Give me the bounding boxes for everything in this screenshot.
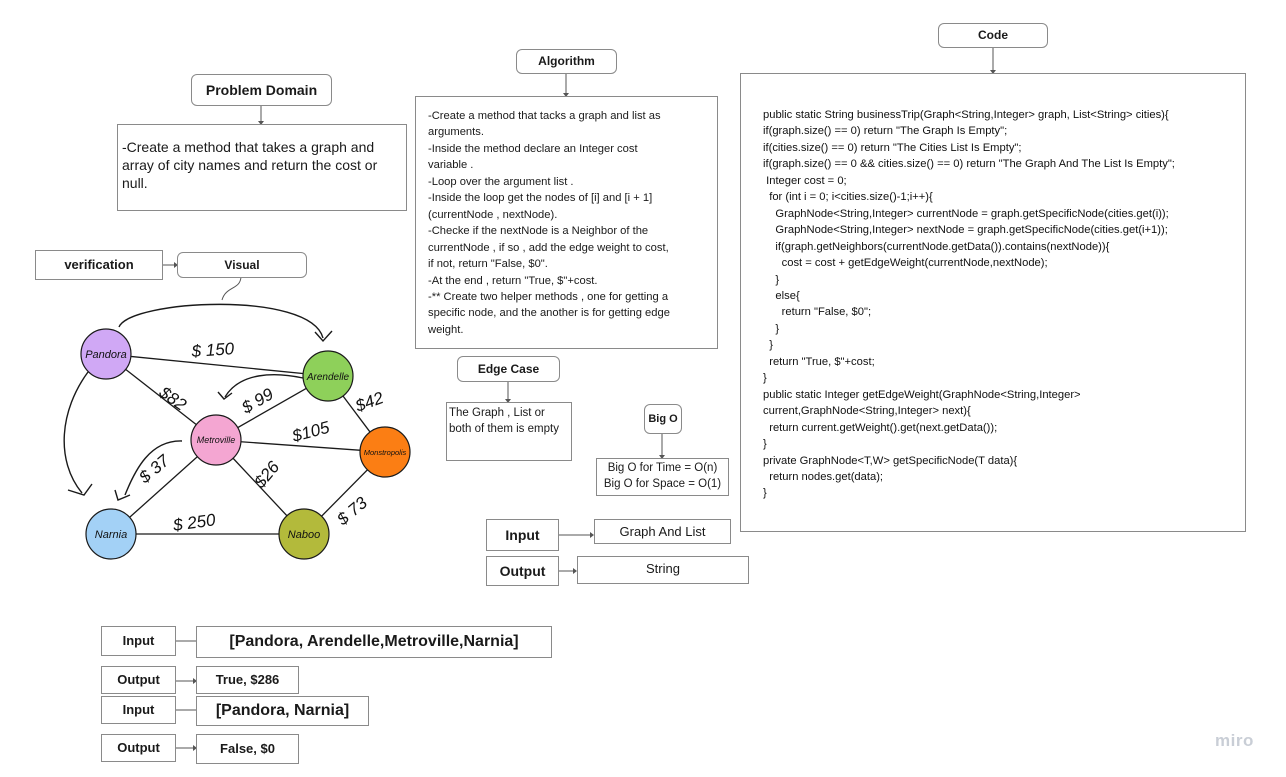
edge-label-82: $82 xyxy=(155,382,190,415)
node-label-naboo: Naboo xyxy=(288,529,320,541)
code-line: } xyxy=(763,273,780,286)
code-line: public static Integer getEdgeWeight(Grap… xyxy=(763,388,1081,401)
algorithm-line: (currentNode , nextNode). xyxy=(428,208,558,221)
algorithm-title: Algorithm xyxy=(516,49,617,74)
code-line: if(graph.getNeighbors(currentNode.getDat… xyxy=(763,240,1110,253)
node-metroville xyxy=(190,414,242,466)
edge-label-42: $42 xyxy=(352,388,387,416)
edge-metroville-monstropolis xyxy=(215,439,386,453)
code-body xyxy=(740,73,1246,532)
miro-watermark: miro xyxy=(1215,731,1254,750)
algorithm-line: currentNode , if so , add the edge weigh… xyxy=(428,241,669,254)
algorithm-line: -Inside the loop get the nodes of [i] an… xyxy=(428,192,653,205)
code-line: GraphNode<String,Integer> nextNode = gra… xyxy=(763,224,1168,237)
code-line: public static String businessTrip(Graph<… xyxy=(763,109,1169,121)
example2-input-value: [Pandora, Narnia] xyxy=(196,696,369,726)
algorithm-line: -Create a method that tacks a graph and … xyxy=(428,110,661,122)
code-line: GraphNode<String,Integer> currentNode = … xyxy=(763,207,1169,220)
node-label-metroville: Metroville xyxy=(197,435,236,445)
code-title: Code xyxy=(938,23,1048,48)
code-line: for (int i = 0; i<cities.size()-1;i++){ xyxy=(763,191,933,204)
example1-input-label: Input xyxy=(101,626,176,656)
code-line: if(cities.size() == 0) return "The Citie… xyxy=(763,141,1022,154)
edge-case-body xyxy=(446,402,572,461)
example2-output-label: Output xyxy=(101,734,176,762)
algorithm-line: variable . xyxy=(428,159,474,172)
code-line: } xyxy=(763,339,773,352)
edge-case-text: The Graph , List or both of them is empt… xyxy=(449,407,559,435)
node-label-monstropolis: Monstropolis xyxy=(364,448,407,457)
node-narnia xyxy=(85,508,137,560)
code-line: } xyxy=(763,372,767,385)
code-line: return "True, $"+cost; xyxy=(763,355,875,368)
node-label-arendelle: Arendelle xyxy=(306,372,350,383)
code-line: cost = cost + getEdgeWeight(currentNode,… xyxy=(763,257,1048,270)
io-input-value: Graph And List xyxy=(594,519,731,544)
algorithm-line: -At the end , return "True, $"+cost. xyxy=(428,274,598,287)
big-o-body xyxy=(596,458,729,496)
edge-label-26: $26 xyxy=(250,457,284,492)
algorithm-line: if not, return "False, $0". xyxy=(428,258,548,271)
node-naboo xyxy=(278,508,330,560)
problem-domain-title: Problem Domain xyxy=(191,74,332,106)
edge-case-title: Edge Case xyxy=(457,356,560,382)
algorithm-line: -Loop over the argument list . xyxy=(428,175,574,188)
example1-output-label: Output xyxy=(101,666,176,694)
big-o-title: Big O xyxy=(644,404,682,434)
io-output-value: String xyxy=(577,556,749,584)
edge-label-37: $ 37 xyxy=(135,451,174,488)
io-input-label: Input xyxy=(486,519,559,551)
algorithm-line: -** Create two helper methods , one for … xyxy=(428,290,669,303)
code-line: private GraphNode<T,W> getSpecificNode(T… xyxy=(763,454,1018,467)
io-output-label: Output xyxy=(486,556,559,586)
code-line: } xyxy=(763,438,767,451)
big-o-space: Big O for Space = O(1) xyxy=(603,478,722,490)
edge-pandora-arendelle xyxy=(105,353,329,377)
node-label-narnia: Narnia xyxy=(95,529,127,541)
edge-label-105: $105 xyxy=(289,418,332,447)
algorithm-line: -Inside the method declare an Integer co… xyxy=(428,142,638,155)
visual-label: Visual xyxy=(177,252,307,278)
code-line: return nodes.get(data); xyxy=(763,470,884,483)
problem-domain-body xyxy=(117,124,407,211)
verification-label: verification xyxy=(35,250,163,280)
code-line: if(graph.size() == 0 && cities.size() ==… xyxy=(763,158,1175,171)
code-listing: public static String businessTrip(Graph<… xyxy=(763,107,1175,502)
code-line: } xyxy=(763,487,767,500)
example2-output-value: False, $0 xyxy=(196,734,299,764)
edge-label-250: $ 250 xyxy=(171,510,217,535)
algorithm-line: arguments. xyxy=(428,126,484,139)
edge-label-99: $ 99 xyxy=(238,384,277,418)
node-pandora xyxy=(80,328,132,380)
code-line: current,GraphNode<String,Integer> next){ xyxy=(763,405,971,418)
code-line: } xyxy=(763,322,780,335)
algorithm-steps: -Create a method that tacks a graph and … xyxy=(428,108,713,338)
problem-domain-text: -Create a method that takes a graph and … xyxy=(122,139,378,191)
code-line: return current.getWeight().get(next.getD… xyxy=(763,421,998,434)
node-arendelle xyxy=(302,350,354,402)
algorithm-line: specific node, and the another is for ge… xyxy=(428,307,670,320)
node-monstropolis xyxy=(359,426,411,478)
edge-label-150: $ 150 xyxy=(190,339,235,361)
code-line: else{ xyxy=(763,289,800,302)
code-line: Integer cost = 0; xyxy=(763,174,847,187)
algorithm-line: -Checke if the nextNode is a Neighbor of… xyxy=(428,225,649,238)
code-line: if(graph.size() == 0) return "The Graph … xyxy=(763,125,1008,138)
code-line: return "False, $0"; xyxy=(763,306,872,319)
example1-output-value: True, $286 xyxy=(196,666,299,694)
algorithm-body xyxy=(415,96,718,349)
node-label-pandora: Pandora xyxy=(85,349,127,361)
example2-input-label: Input xyxy=(101,696,176,724)
algorithm-line: weight. xyxy=(428,323,464,336)
big-o-time: Big O for Time = O(n) xyxy=(607,462,718,474)
example1-input-value: [Pandora, Arendelle,Metroville,Narnia] xyxy=(196,626,552,658)
